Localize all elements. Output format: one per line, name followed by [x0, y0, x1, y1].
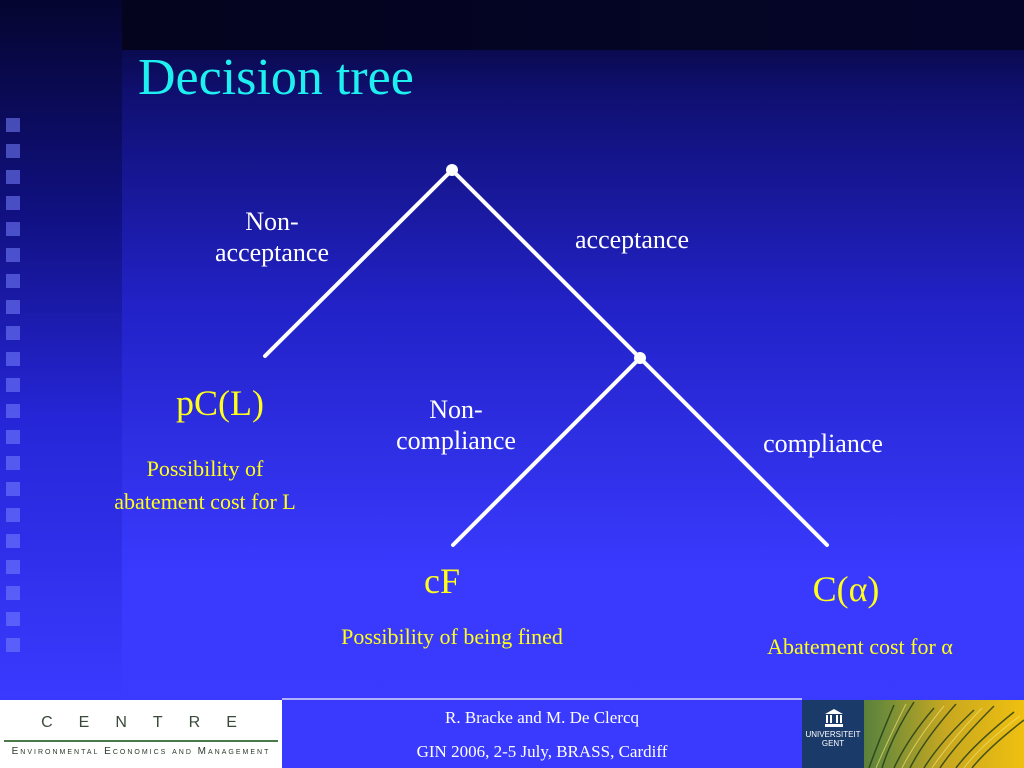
decorative-square — [6, 118, 20, 132]
footer-authors: R. Bracke and M. De Clercq — [444, 708, 640, 727]
decorative-square — [6, 430, 20, 444]
decorative-square — [6, 196, 20, 210]
payoff-right: C(α) — [812, 569, 880, 609]
left-decorative-strip — [0, 0, 122, 700]
decorative-square — [6, 612, 20, 626]
decorative-square — [6, 274, 20, 288]
decorative-square — [6, 144, 20, 158]
university-name: UNIVERSITEIT GENT — [805, 730, 861, 749]
footer: CENTRE Environmental Economics and Manag… — [0, 700, 1024, 768]
decision-node — [634, 352, 646, 364]
decorative-squares — [6, 118, 26, 658]
root-node — [446, 164, 458, 176]
university-building-icon — [825, 709, 843, 727]
centre-logo-subtitle: Environmental Economics and Management — [11, 746, 271, 757]
decorative-square — [6, 456, 20, 470]
decorative-square — [6, 326, 20, 340]
university-logo: UNIVERSITEIT GENT — [802, 700, 864, 768]
edge-acceptance — [450, 168, 642, 360]
edge-label-compliance: compliance — [763, 429, 883, 458]
decorative-square — [6, 222, 20, 236]
decorative-square — [6, 638, 20, 652]
footer-divider — [282, 698, 802, 700]
decorative-square — [6, 300, 20, 314]
footer-image: UNIVERSITEIT GENT — [802, 700, 1024, 768]
decorative-square — [6, 508, 20, 522]
edge-compliance — [638, 356, 829, 547]
decorative-square — [6, 404, 20, 418]
decorative-square — [6, 560, 20, 574]
grass-photo — [868, 701, 1024, 768]
outcome-left-description: Possibility of abatement cost for L — [114, 456, 296, 514]
outcome-right-description: Abatement cost for α — [767, 634, 953, 659]
decorative-square — [6, 352, 20, 366]
decorative-square — [6, 586, 20, 600]
edge-non-compliance — [451, 356, 642, 547]
footer-info: R. Bracke and M. De Clercq GIN 2006, 2-5… — [282, 700, 802, 768]
slide-title: Decision tree — [138, 49, 414, 106]
decorative-square — [6, 534, 20, 548]
decorative-square — [6, 378, 20, 392]
centre-logo: CENTRE Environmental Economics and Manag… — [0, 700, 282, 768]
decision-tree — [263, 164, 829, 547]
edge-label-non-compliance: Non- compliance — [396, 395, 516, 456]
logo-divider — [4, 740, 278, 742]
decorative-square — [6, 170, 20, 184]
edge-non-acceptance — [263, 168, 454, 358]
edge-label-acceptance: acceptance — [574, 225, 689, 254]
footer-event: GIN 2006, 2-5 July, BRASS, Cardiff — [416, 742, 668, 761]
payoff-left: pC(L) — [176, 383, 264, 423]
centre-logo-title: CENTRE — [41, 714, 263, 731]
top-decorative-band — [122, 0, 1024, 50]
decorative-square — [6, 248, 20, 262]
outcome-middle-description: Possibility of being fined — [341, 624, 563, 649]
payoff-middle: cF — [424, 561, 460, 601]
edge-label-non-acceptance: Non- acceptance — [214, 207, 329, 268]
decorative-square — [6, 482, 20, 496]
